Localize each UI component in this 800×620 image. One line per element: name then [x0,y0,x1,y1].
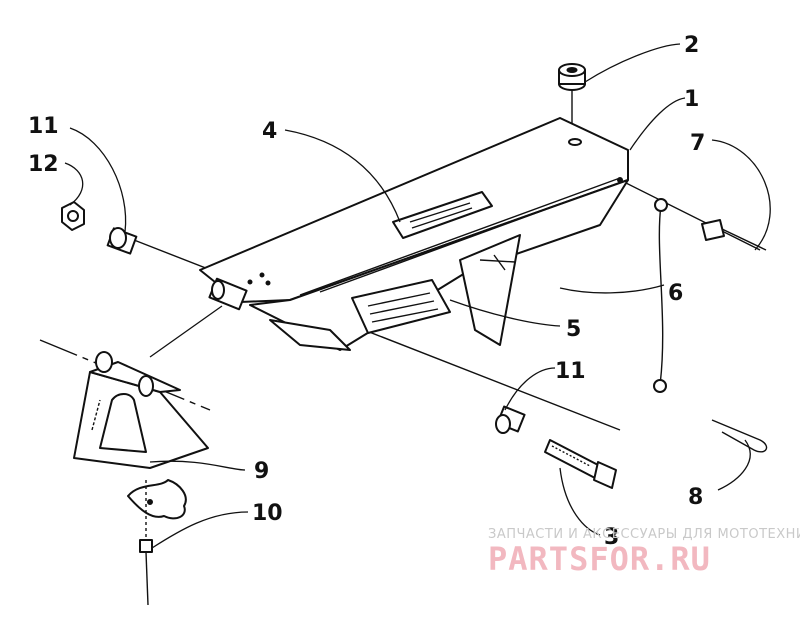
decal-part-5 [351,279,451,334]
callout-8: 8 [688,485,703,510]
callout-2: 2 [684,33,699,58]
callout-1: 1 [684,87,699,112]
nut-part-12 [61,201,85,231]
bushing [208,277,248,311]
callout-labels: 2 1 7 4 11 12 6 5 11 8 9 10 3 [28,33,705,550]
callout-10: 10 [252,501,283,526]
watermark: ЗАПЧАСТИ И АКСЕССУАРЫ ДЛЯ МОТОТЕХНИКИ PA… [488,527,800,578]
decal-part-4 [392,191,493,239]
grommet-part-2 [558,63,586,91]
leader-lines [64,43,771,549]
rivet-part-10 [139,480,153,606]
callout-12: 12 [28,152,59,177]
hairpin-clip-part-8 [711,419,768,453]
stand-bracket-part-9 [73,351,209,469]
spacer-part-11-right [495,405,526,434]
watermark-brand: PARTSFOR.RU [488,540,711,578]
watermark-tagline: ЗАПЧАСТИ И АКСЕССУАРЫ ДЛЯ МОТОТЕХНИКИ [488,527,800,542]
pin-part-7 [701,219,767,251]
callout-11-left: 11 [28,114,59,139]
callout-7: 7 [690,131,705,156]
callout-4: 4 [262,119,277,144]
plate-part-10 [127,479,187,520]
callout-6: 6 [668,281,683,306]
strap-part-6 [653,198,668,393]
callout-5: 5 [566,317,581,342]
callout-11-right: 11 [555,359,586,384]
callout-9: 9 [254,459,269,484]
bolt-part-3 [544,439,617,489]
spacer-part-11-left [106,227,138,255]
callout-3: 3 [604,525,619,550]
